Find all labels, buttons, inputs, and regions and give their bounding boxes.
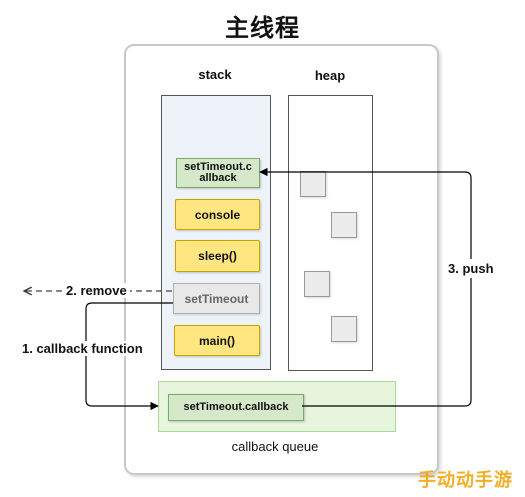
stack-frame-settimeout: setTimeout [173,283,260,314]
heap-label: heap [314,68,346,83]
stack-label: stack [198,67,232,82]
heap-object [300,171,326,197]
remove-label: 2. remove [63,283,130,298]
call-stack [161,95,271,370]
diagram-title: 主线程 [225,14,300,42]
push-label: 3. push [445,259,497,278]
stack-frame-console: console [175,199,260,230]
heap-object [331,316,357,342]
push-arrow [259,167,472,407]
callback-queue-label: callback queue [231,439,319,454]
watermark: 手动动手游 [418,470,513,491]
stack-frame-main: main() [174,325,260,356]
callback-function-label: 1. callback function [20,341,145,356]
stack-frame-label: setTimeout.c allback [184,161,252,184]
queue-item-settimeout-callback: setTimeout.callback [168,394,304,421]
heap-object [304,271,330,297]
stack-frame-sleep: sleep() [175,240,260,272]
heap [288,95,373,371]
heap-object [331,212,357,238]
